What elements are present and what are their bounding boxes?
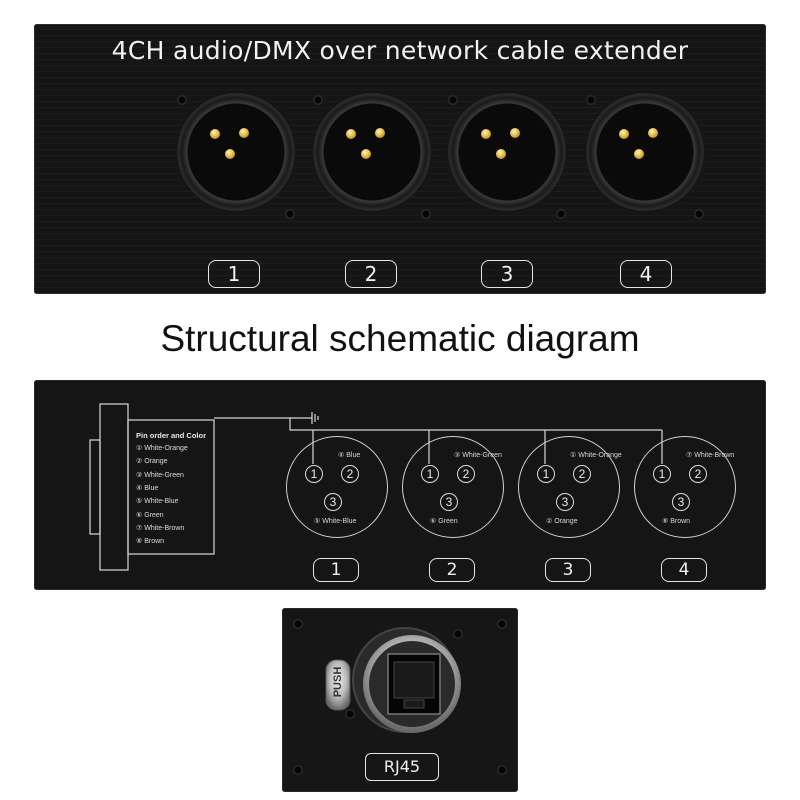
push-latch-icon <box>325 659 351 711</box>
legend-item: ⑥ Green <box>136 511 164 519</box>
rj45-label: RJ45 <box>365 753 439 781</box>
channel-label-1: 1 <box>208 260 260 288</box>
schematic-channel-label-3: 3 <box>545 558 591 582</box>
section-title: Structural schematic diagram <box>160 318 640 359</box>
xlr-pin <box>210 129 220 139</box>
xlr-pin <box>225 149 235 159</box>
screw-icon <box>693 208 705 220</box>
screw-icon <box>452 628 464 640</box>
device-title: 4CH audio/DMX over network cable extende… <box>111 36 689 65</box>
schematic-pin-1: 1 <box>305 465 323 483</box>
pin-color-bottom-label: ⑥ Green <box>430 518 458 525</box>
xlr-pin <box>375 128 385 138</box>
xlr-pin <box>346 129 356 139</box>
screw-icon <box>312 94 324 106</box>
screw-icon <box>176 94 188 106</box>
screw-icon <box>292 618 304 630</box>
legend-item: ① White-Orange <box>136 445 188 452</box>
xlr-pin <box>496 149 506 159</box>
xlr-connector-3 <box>447 92 567 212</box>
channel-label-2: 2 <box>345 260 397 288</box>
screw-icon <box>420 208 432 220</box>
legend-item: ② Orange <box>136 458 168 466</box>
screw-icon <box>496 618 508 630</box>
schematic-channel-label-4: 4 <box>661 558 707 582</box>
schematic-pin-2: 2 <box>457 465 475 483</box>
xlr-connector-4 <box>585 92 705 212</box>
schematic-pin-1: 1 <box>653 465 671 483</box>
screw-icon <box>555 208 567 220</box>
legend-item: ⑤ White-Blue <box>136 498 179 506</box>
rj45-pin-block <box>127 419 215 555</box>
screw-icon <box>292 764 304 776</box>
schematic-channel-label-1: 1 <box>313 558 359 582</box>
xlr-pin <box>481 129 491 139</box>
screw-icon <box>585 94 597 106</box>
pin-color-top-label: ④ Blue <box>338 452 361 459</box>
xlr-connector-1 <box>176 92 296 212</box>
schematic-pin-2: 2 <box>573 465 591 483</box>
pin-color-top-label: ⑦ White-Brown <box>686 452 735 459</box>
schematic-xlr-1 <box>286 436 388 538</box>
schematic-pin-1: 1 <box>537 465 555 483</box>
rj45-jack-tab <box>89 439 101 535</box>
schematic-pin-3: 3 <box>324 493 342 511</box>
pin-color-top-label: ③ White-Green <box>454 452 502 459</box>
screw-icon <box>284 208 296 220</box>
pin-color-bottom-label: ⑧ Brown <box>662 518 691 525</box>
push-label: PUSH <box>332 666 344 698</box>
legend-item: ⑧ Brown <box>136 538 165 546</box>
xlr-pin <box>239 128 249 138</box>
xlr-pin <box>619 129 629 139</box>
legend-item: ④ Blue <box>136 484 159 492</box>
xlr-pin <box>648 128 658 138</box>
wiring-bus <box>214 417 662 431</box>
screw-icon <box>447 94 459 106</box>
schematic-pin-2: 2 <box>341 465 359 483</box>
pin-color-bottom-label: ② Orange <box>546 518 578 525</box>
xlr-pin <box>634 149 644 159</box>
screw-icon <box>344 708 356 720</box>
screw-icon <box>496 764 508 776</box>
schematic-xlr-3 <box>518 436 620 538</box>
legend-item: ③ White-Green <box>136 471 184 479</box>
schematic-xlr-2 <box>402 436 504 538</box>
schematic-pin-1: 1 <box>421 465 439 483</box>
xlr-pin <box>361 149 371 159</box>
legend-item: ⑦ White-Brown <box>136 524 185 532</box>
channel-label-3: 3 <box>481 260 533 288</box>
legend-title: Pin order and Color <box>136 431 207 440</box>
schematic-pin-2: 2 <box>689 465 707 483</box>
schematic-pin-3: 3 <box>672 493 690 511</box>
schematic-xlr-4 <box>634 436 736 538</box>
schematic-pin-3: 3 <box>556 493 574 511</box>
channel-label-4: 4 <box>620 260 672 288</box>
pin-color-bottom-label: ⑤ White-Blue <box>314 518 357 525</box>
xlr-pin <box>510 128 520 138</box>
schematic-channel-label-2: 2 <box>429 558 475 582</box>
pin-color-top-label: ① White-Orange <box>570 452 622 459</box>
schematic-pin-3: 3 <box>440 493 458 511</box>
xlr-connector-2 <box>312 92 432 212</box>
